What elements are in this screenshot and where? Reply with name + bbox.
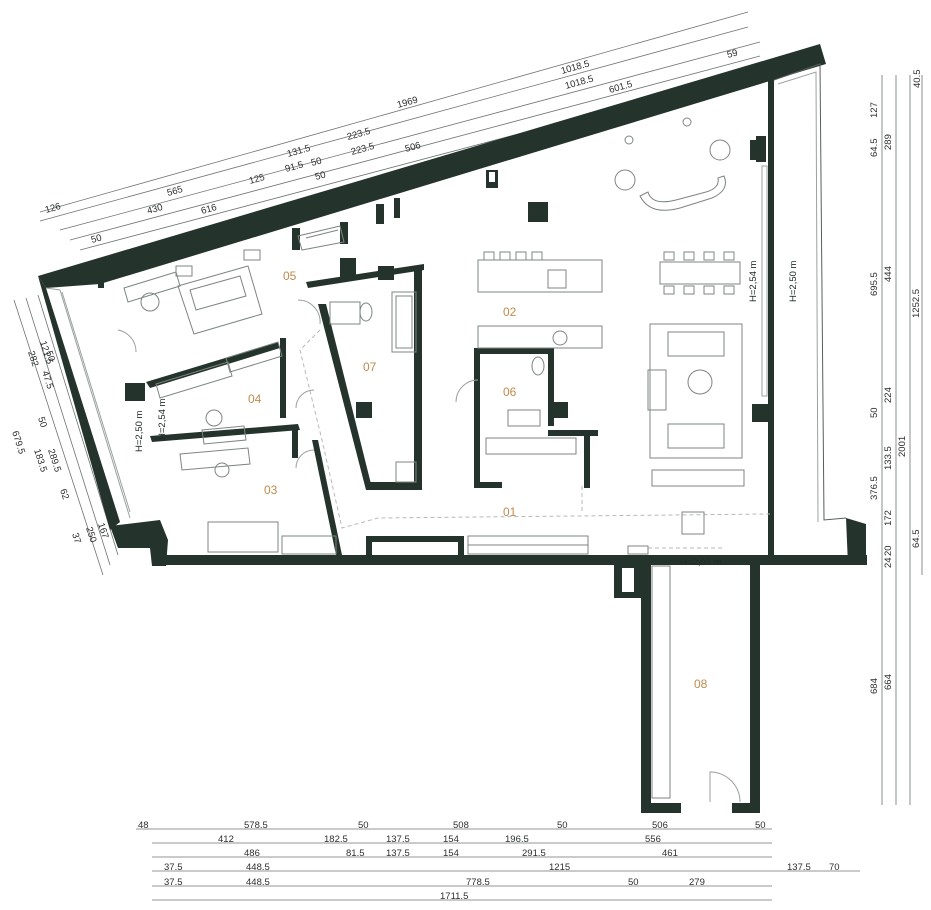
dim-right-133: 133.5 — [883, 446, 894, 470]
dim-bottom-291: 291.5 — [522, 848, 546, 859]
dim-bottom-1711: 1711.5 — [440, 891, 468, 902]
dim-bottom-37a: 37.5 — [164, 862, 183, 873]
room-labels: 01 02 03 04 05 06 07 08 — [248, 269, 708, 691]
room-label-01: 01 — [503, 505, 517, 519]
dim-left-50a: 50 — [43, 350, 57, 363]
room-label-05: 05 — [283, 269, 297, 283]
dim-bottom-154b: 154 — [443, 848, 459, 859]
dim-right-2001: 2001 — [897, 436, 908, 457]
dim-left-679: 679.5 — [9, 430, 27, 456]
outer-walls — [38, 44, 867, 813]
dim-bottom-196: 196.5 — [505, 834, 529, 845]
dim-right-224: 224 — [883, 387, 894, 403]
dim-bottom-556: 556 — [645, 834, 661, 845]
dim-bottom-137b: 137.5 — [386, 848, 410, 859]
height-label-living-b: H=2,50 m — [788, 260, 799, 302]
dim-bottom-48: 48 — [138, 820, 149, 831]
room-label-03: 03 — [264, 483, 278, 497]
furniture — [123, 117, 745, 799]
dim-left-282: 282 — [25, 350, 40, 368]
dim-top-50a: 50 — [90, 232, 103, 245]
dim-top-59: 59 — [726, 47, 739, 60]
dim-bottom-778: 778.5 — [466, 877, 490, 888]
dim-bottom-154a: 154 — [443, 834, 459, 845]
height-label-corridor: H=2,07 m — [680, 557, 722, 568]
dim-right-20: 20 — [883, 545, 894, 556]
bottom-dimension-lines: 48 578.5 50 508 50 506 50 412 182.5 137.… — [136, 820, 860, 902]
dim-top-616: 616 — [200, 202, 218, 217]
dim-bottom-50b: 50 — [557, 820, 568, 831]
right-dimension-lines: 40.5 127 64.5 289 1252.5 695.5 444 50 22… — [869, 70, 923, 805]
room-label-02: 02 — [503, 305, 517, 319]
dim-top-50b: 50 — [310, 155, 323, 168]
dim-right-664: 664 — [883, 674, 894, 690]
dim-top-50c: 50 — [314, 169, 327, 182]
dim-left-37: 37 — [69, 532, 83, 545]
dim-left-250: 250 — [83, 526, 98, 544]
dim-right-64b: 64.5 — [911, 530, 922, 549]
dim-bottom-37b: 37.5 — [164, 877, 183, 888]
dim-left-47: 47.5 — [39, 370, 55, 391]
dim-right-64a: 64.5 — [869, 139, 880, 158]
left-balcony — [45, 287, 131, 519]
dim-bottom-412: 412 — [218, 834, 234, 845]
circulation-outline — [299, 329, 771, 549]
dim-bottom-461: 461 — [662, 848, 678, 859]
dim-right-684: 684 — [869, 678, 880, 694]
dim-bottom-50c: 50 — [755, 820, 766, 831]
dim-top-506: 506 — [404, 140, 422, 155]
dim-right-40: 40.5 — [912, 70, 923, 89]
room-label-04: 04 — [248, 392, 262, 406]
dim-bottom-279: 279 — [689, 877, 705, 888]
room-label-08: 08 — [694, 677, 708, 691]
dim-bottom-137a: 137.5 — [386, 834, 410, 845]
dim-bottom-1215: 1215 — [549, 862, 570, 873]
dim-top-430: 430 — [146, 202, 164, 217]
dim-left-50b: 50 — [35, 416, 49, 429]
doors — [117, 299, 741, 803]
dim-left-62: 62 — [57, 488, 71, 501]
dim-top-126: 126 — [44, 201, 62, 216]
dim-top-223b: 223.5 — [350, 141, 376, 158]
dim-bottom-182: 182.5 — [324, 834, 348, 845]
left-dimension-lines: 121.5 282 47.5 50 679.5 50 183.5 289.5 6… — [9, 294, 119, 576]
dim-left-167: 167 — [95, 522, 110, 540]
dim-right-376: 376.5 — [869, 476, 880, 500]
dim-right-444: 444 — [883, 266, 894, 282]
room-label-06: 06 — [503, 385, 517, 399]
dim-bottom-70: 70 — [829, 862, 840, 873]
height-label-room04-a: H=2,50 m — [134, 410, 145, 452]
dim-right-172: 172 — [883, 510, 894, 526]
dim-bottom-448b: 448.5 — [246, 877, 270, 888]
dim-bottom-137c: 137.5 — [787, 862, 811, 873]
dim-right-289: 289 — [883, 134, 894, 150]
dim-bottom-50d: 50 — [628, 877, 639, 888]
dim-right-695: 695.5 — [869, 272, 880, 296]
dim-top-565: 565 — [166, 184, 184, 199]
interior-walls — [98, 140, 768, 556]
dim-top-1969: 1969 — [396, 95, 419, 111]
dim-bottom-448a: 448.5 — [246, 862, 270, 873]
dim-top-91: 91.5 — [284, 159, 305, 175]
dim-right-1252: 1252.5 — [911, 289, 922, 318]
height-label-room04-b: H=2,54 m — [157, 398, 168, 440]
dim-bottom-486: 486 — [244, 848, 260, 859]
height-labels: H=2,54 m H=2,50 m H=2,50 m H=2,54 m H=2,… — [134, 260, 799, 568]
dim-top-125: 125 — [248, 172, 266, 187]
dim-right-50: 50 — [869, 407, 880, 418]
dim-right-127: 127 — [869, 102, 880, 118]
dim-bottom-81: 81.5 — [346, 848, 365, 859]
dim-top-131: 131.5 — [286, 143, 312, 160]
dim-bottom-508: 508 — [453, 820, 469, 831]
room-label-07: 07 — [363, 360, 377, 374]
dim-bottom-578: 578.5 — [244, 820, 268, 831]
dim-top-223a: 223.5 — [346, 126, 372, 143]
height-label-living-a: H=2,54 m — [748, 260, 759, 302]
dim-right-24: 24 — [883, 557, 894, 568]
dim-bottom-506: 506 — [652, 820, 668, 831]
dim-bottom-50a: 50 — [358, 820, 369, 831]
